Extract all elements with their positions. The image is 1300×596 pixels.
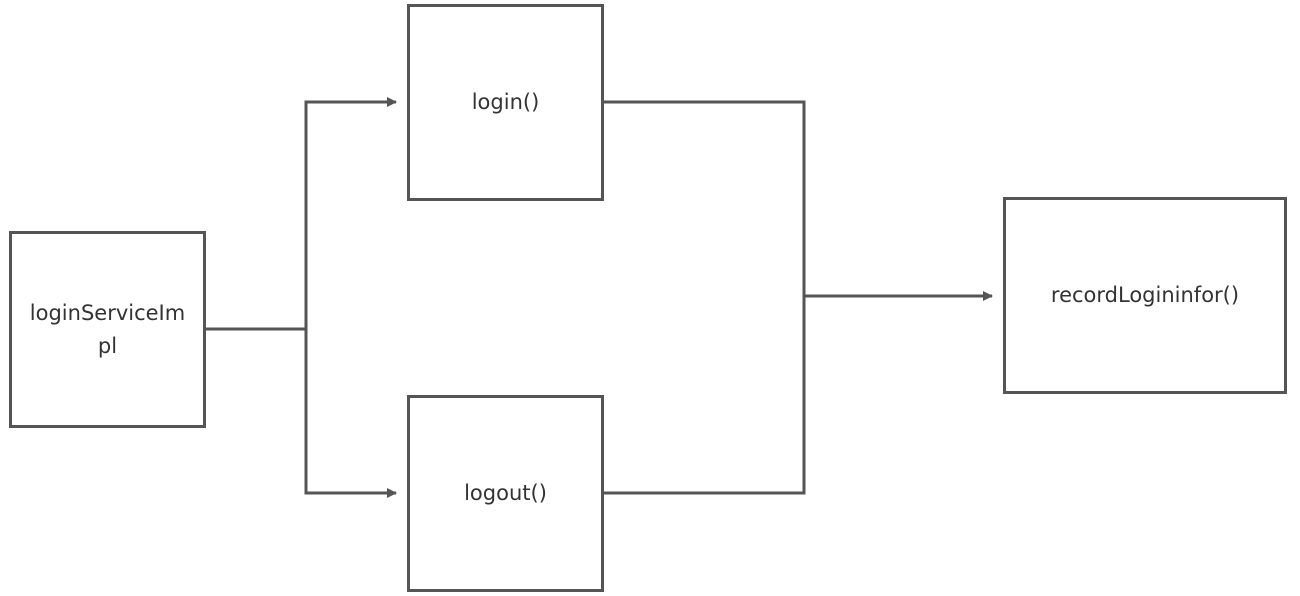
node-label-line: loginServiceIm [29,300,186,325]
node-logout: logout() [407,395,604,592]
edge-login-to-merge [604,100,806,495]
node-record-logininfor: recordLogininfor() [1003,197,1287,394]
node-login-label: login() [471,90,540,115]
node-login-service-impl-label: loginServiceIm pl [30,297,185,362]
edge-service-to-logout [304,329,397,498]
node-logout-label: logout() [464,481,547,506]
node-label-line: pl [97,333,118,358]
node-record-logininfor-label: recordLogininfor() [1050,283,1240,308]
node-login: login() [407,4,604,201]
edge-service-to-login [206,97,397,331]
node-login-service-impl: loginServiceIm pl [9,231,206,428]
